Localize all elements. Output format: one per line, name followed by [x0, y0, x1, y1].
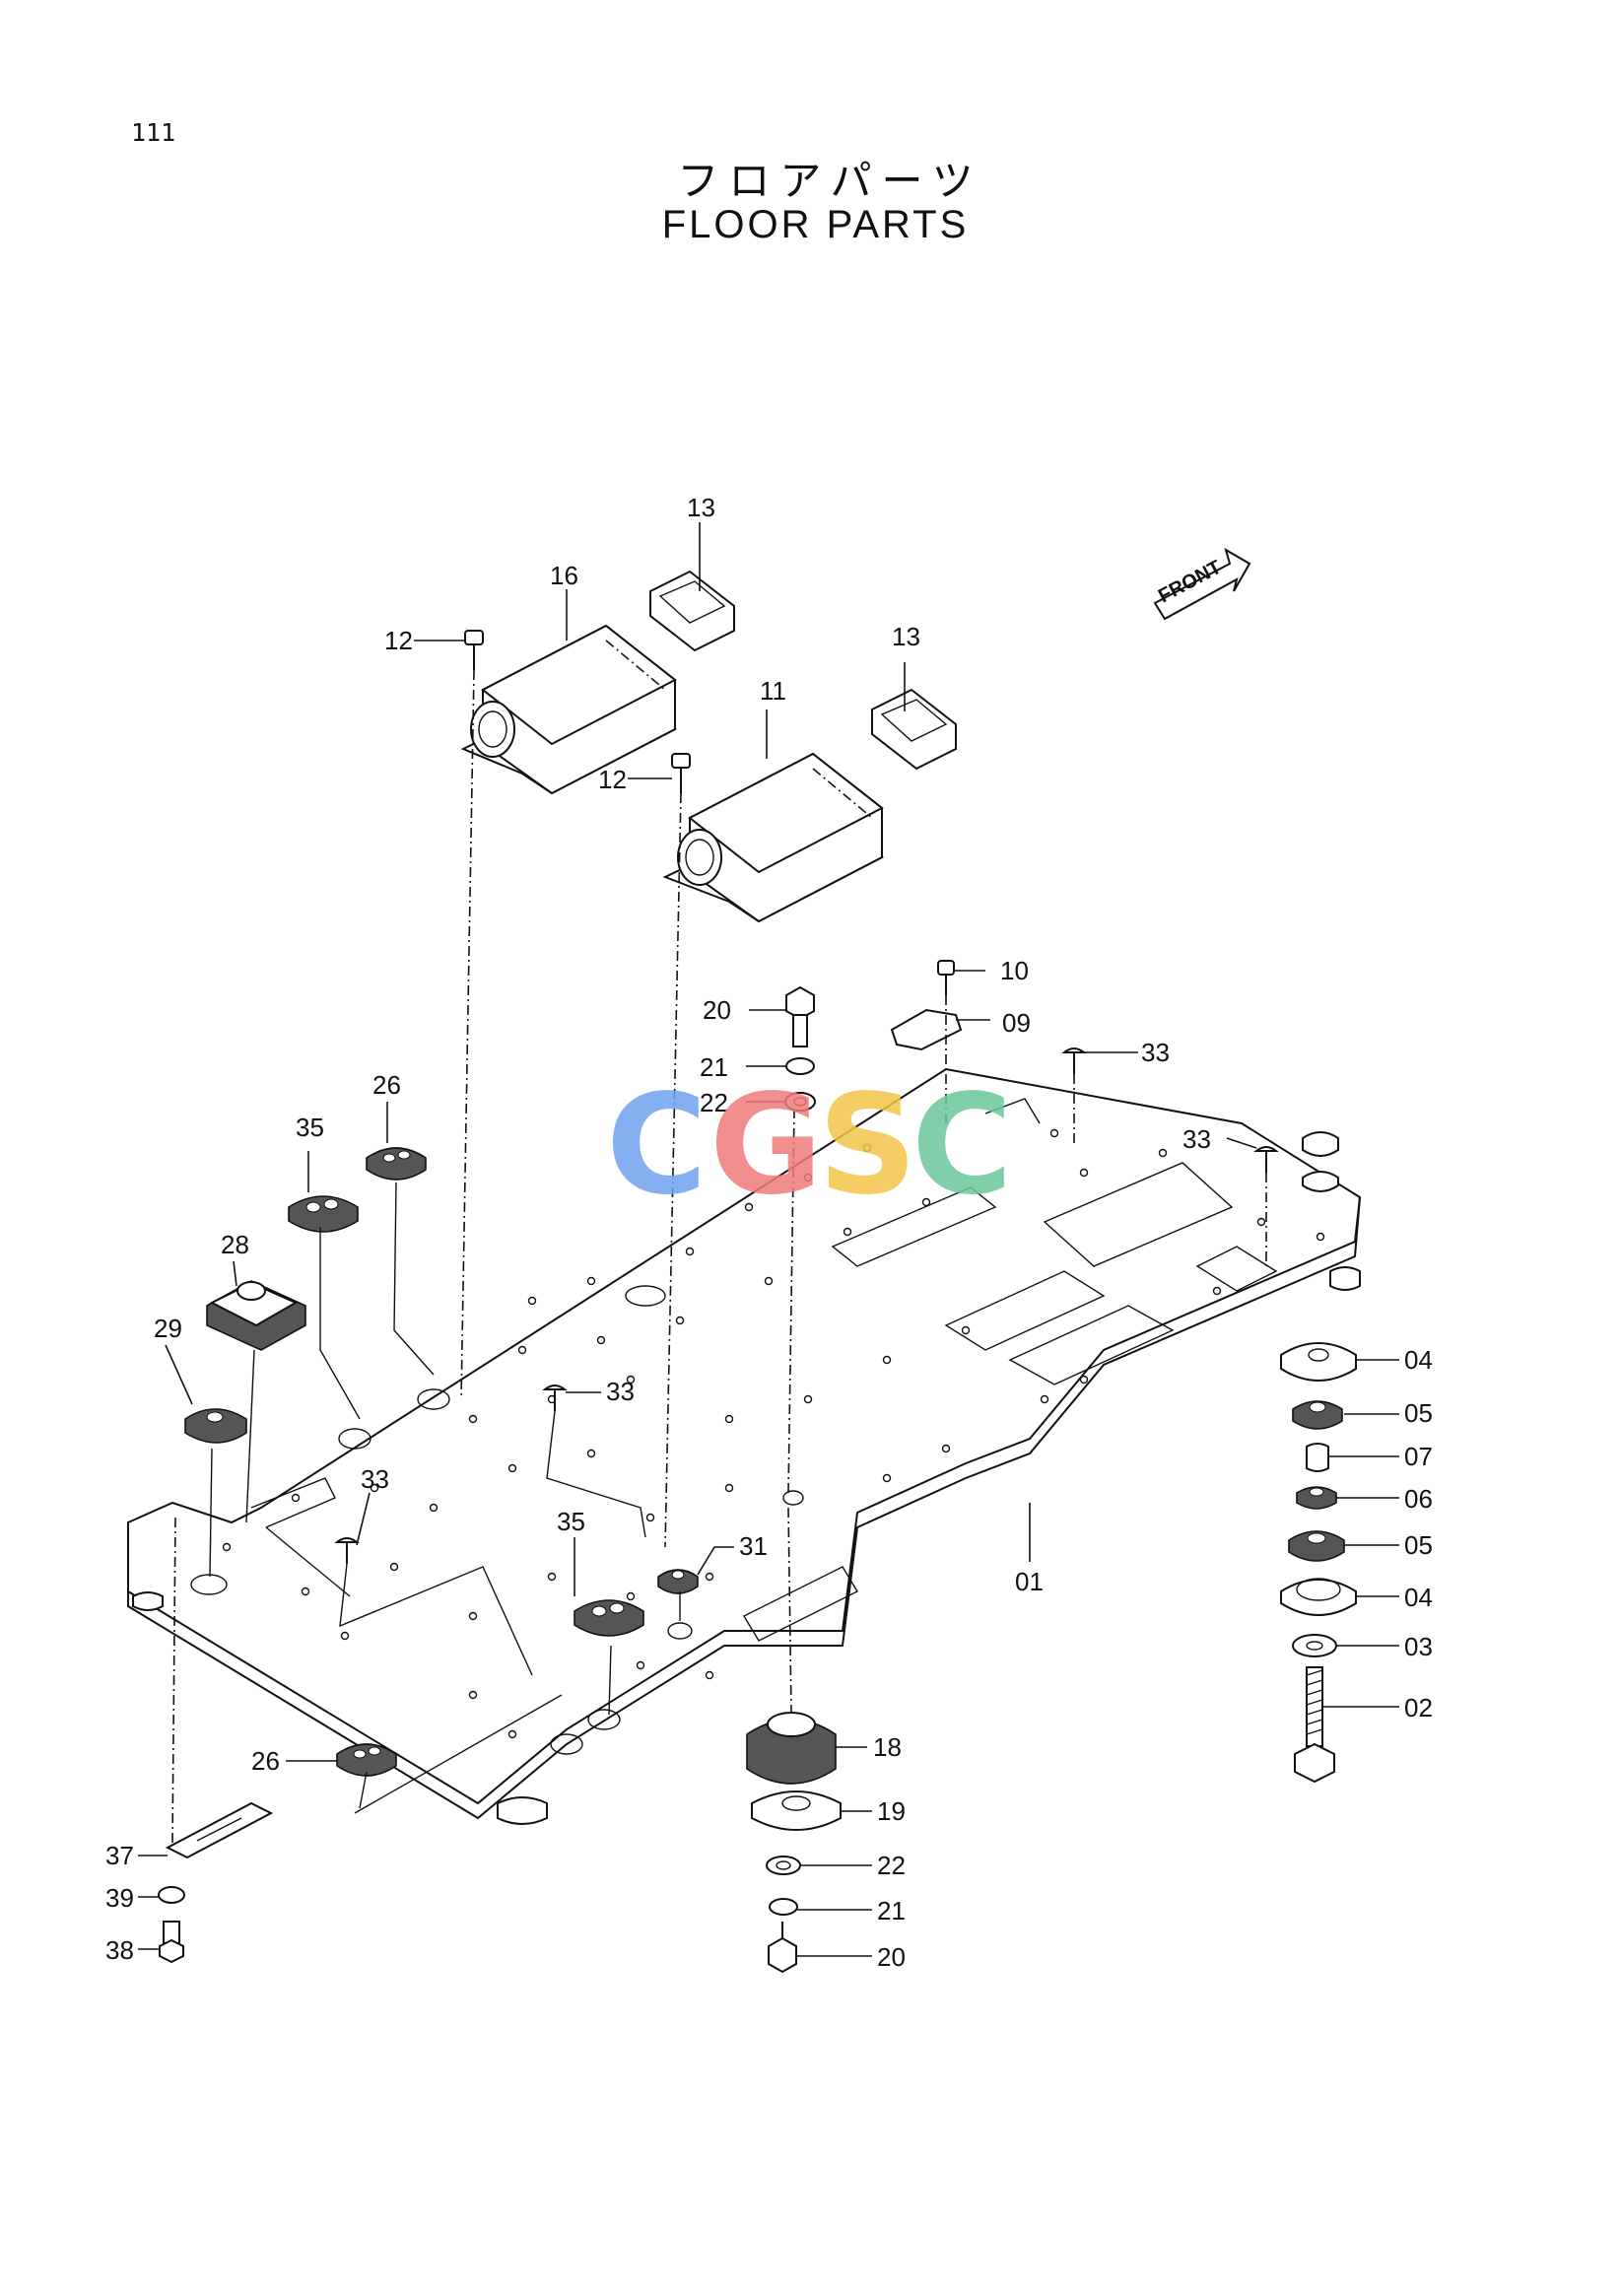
callout-12-lower: 12	[598, 765, 627, 794]
watermark-letter-c1: C	[606, 1065, 708, 1226]
callout-28: 28	[221, 1230, 249, 1259]
rubber-05-lower	[1288, 1530, 1345, 1562]
washer-19	[751, 1790, 842, 1831]
callout-11: 11	[760, 676, 786, 706]
box-11	[662, 752, 884, 923]
bolt-20-lower	[768, 1922, 797, 1974]
washer-39	[158, 1886, 185, 1904]
washer-04-lower	[1280, 1578, 1357, 1616]
callout-19: 19	[877, 1796, 906, 1826]
bolt-12-lower	[671, 753, 691, 793]
bolt-12-upper	[464, 630, 484, 670]
callout-03: 03	[1404, 1632, 1433, 1661]
callout-21-upper: 21	[700, 1052, 728, 1082]
callout-18: 18	[873, 1732, 902, 1762]
assembly-lines	[171, 669, 1267, 1844]
grommet-35-lower	[574, 1599, 644, 1637]
callout-05-lower: 05	[1404, 1530, 1433, 1560]
mount-18	[746, 1712, 837, 1785]
callout-20-lower: 20	[877, 1942, 906, 1972]
callout-13-upper: 13	[687, 493, 715, 522]
grommet-26-upper	[366, 1147, 427, 1181]
title-japanese: フロアパーツ	[677, 157, 983, 205]
floor-plate	[127, 1067, 1362, 1825]
grommet-29	[184, 1408, 247, 1444]
callout-01: 01	[1015, 1567, 1044, 1596]
callout-05-upper: 05	[1404, 1398, 1433, 1428]
callout-31: 31	[739, 1531, 768, 1561]
callout-16: 16	[550, 561, 578, 590]
leader-lines	[138, 522, 1399, 1957]
callout-37: 37	[105, 1841, 134, 1870]
bolt-20-upper	[785, 985, 815, 1047]
callout-29: 29	[154, 1314, 182, 1343]
rubber-05-upper	[1292, 1400, 1343, 1430]
bolt-02	[1294, 1666, 1335, 1784]
page-number: 111	[131, 118, 176, 147]
callout-12-upper: 12	[384, 626, 413, 655]
washer-22-lower	[766, 1856, 801, 1875]
bolt-33-c	[542, 1384, 568, 1411]
callout-20-upper: 20	[703, 995, 731, 1025]
connector-13-lower	[871, 688, 957, 771]
callout-13-lower: 13	[892, 622, 920, 651]
washer-03	[1292, 1634, 1337, 1657]
grommet-31	[657, 1569, 699, 1594]
watermark-letter-c2: C	[912, 1065, 1013, 1226]
callout-04-lower: 04	[1404, 1583, 1433, 1612]
title-english: FLOOR PARTS	[661, 203, 970, 246]
callout-09: 09	[1002, 1008, 1031, 1038]
rubber-06	[1296, 1486, 1337, 1510]
nut-top-right	[1302, 1131, 1339, 1192]
callout-04-upper: 04	[1404, 1345, 1433, 1375]
callout-10: 10	[1000, 956, 1029, 985]
washer-04-upper	[1280, 1342, 1357, 1382]
bolt-33-a	[1061, 1047, 1087, 1074]
callout-39: 39	[105, 1883, 134, 1913]
bolt-33-b	[1253, 1146, 1279, 1173]
bolt-10	[937, 960, 955, 995]
callout-06: 06	[1404, 1484, 1433, 1514]
callout-33-top-right: 33	[1141, 1038, 1170, 1067]
lockwasher-21-lower	[769, 1898, 798, 1916]
callout-labels: 13 16 12 13 11 12 10 20 09 21 33 22 26 3…	[105, 493, 1433, 1972]
watermark-letter-g: G	[709, 1065, 823, 1226]
mount-28	[206, 1280, 306, 1351]
callout-07: 07	[1404, 1442, 1433, 1471]
cover-09	[890, 1008, 963, 1051]
front-direction-marker: FRONT	[1153, 547, 1251, 621]
callout-35-lower: 35	[557, 1507, 585, 1536]
callout-33-right: 33	[1182, 1124, 1211, 1154]
callout-35-upper: 35	[296, 1113, 324, 1142]
callout-21-lower: 21	[877, 1896, 906, 1925]
bolt-38	[159, 1921, 184, 1964]
connector-13-upper	[649, 570, 735, 652]
callout-38: 38	[105, 1935, 134, 1965]
watermark-letter-s: S	[818, 1065, 917, 1226]
bracket-37	[165, 1801, 274, 1859]
callout-26-upper: 26	[372, 1070, 401, 1100]
callout-02: 02	[1404, 1693, 1433, 1722]
callout-26-lower: 26	[251, 1746, 280, 1776]
callout-33-left: 33	[361, 1464, 389, 1494]
grommet-35-upper	[288, 1195, 359, 1233]
grommet-26-lower	[336, 1743, 397, 1777]
box-16	[460, 624, 677, 795]
cgsc-watermark: C G S C	[606, 1065, 1013, 1226]
callout-22-lower: 22	[877, 1851, 906, 1880]
collar-07	[1306, 1443, 1329, 1472]
callout-33-center: 33	[606, 1377, 635, 1406]
callout-22-upper: 22	[700, 1088, 728, 1117]
